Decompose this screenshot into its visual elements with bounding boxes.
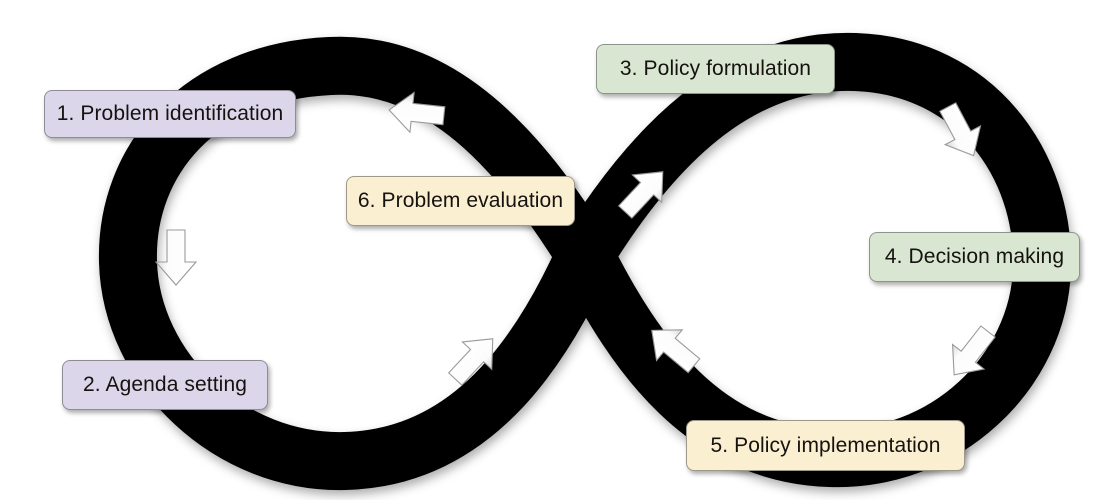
stage-label-policy-formulation[interactable]: 3. Policy formulation <box>596 44 835 94</box>
stage-label-text: 5. Policy implementation <box>710 433 941 457</box>
arrow-center-bottom-icon <box>651 329 701 374</box>
stage-label-text: 4. Decision making <box>884 245 1065 269</box>
stage-label-policy-implementation[interactable]: 5. Policy implementation <box>686 420 965 471</box>
stage-label-problem-evaluation[interactable]: 6. Problem evaluation <box>346 176 575 226</box>
flow-arrows <box>154 91 996 386</box>
arrow-bottom-right-icon <box>951 325 996 376</box>
arrow-left-side-icon <box>154 229 198 286</box>
stage-label-text: 2. Agenda setting <box>83 373 247 397</box>
stage-label-text: 3. Policy formulation <box>619 57 812 81</box>
stage-label-text: 1. Problem identification <box>56 102 284 126</box>
stage-label-text: 6. Problem evaluation <box>357 189 564 213</box>
stage-label-agenda-setting[interactable]: 2. Agenda setting <box>62 360 268 410</box>
stage-label-decision-making[interactable]: 4. Decision making <box>869 232 1080 282</box>
stage-label-problem-identification[interactable]: 1. Problem identification <box>44 90 296 138</box>
arrow-top-right-icon <box>939 102 982 157</box>
loop-left <box>98 36 618 491</box>
arrow-top-left-icon <box>388 91 446 134</box>
arrow-bottom-left-icon <box>447 338 494 386</box>
arrow-center-left-icon <box>617 171 664 219</box>
